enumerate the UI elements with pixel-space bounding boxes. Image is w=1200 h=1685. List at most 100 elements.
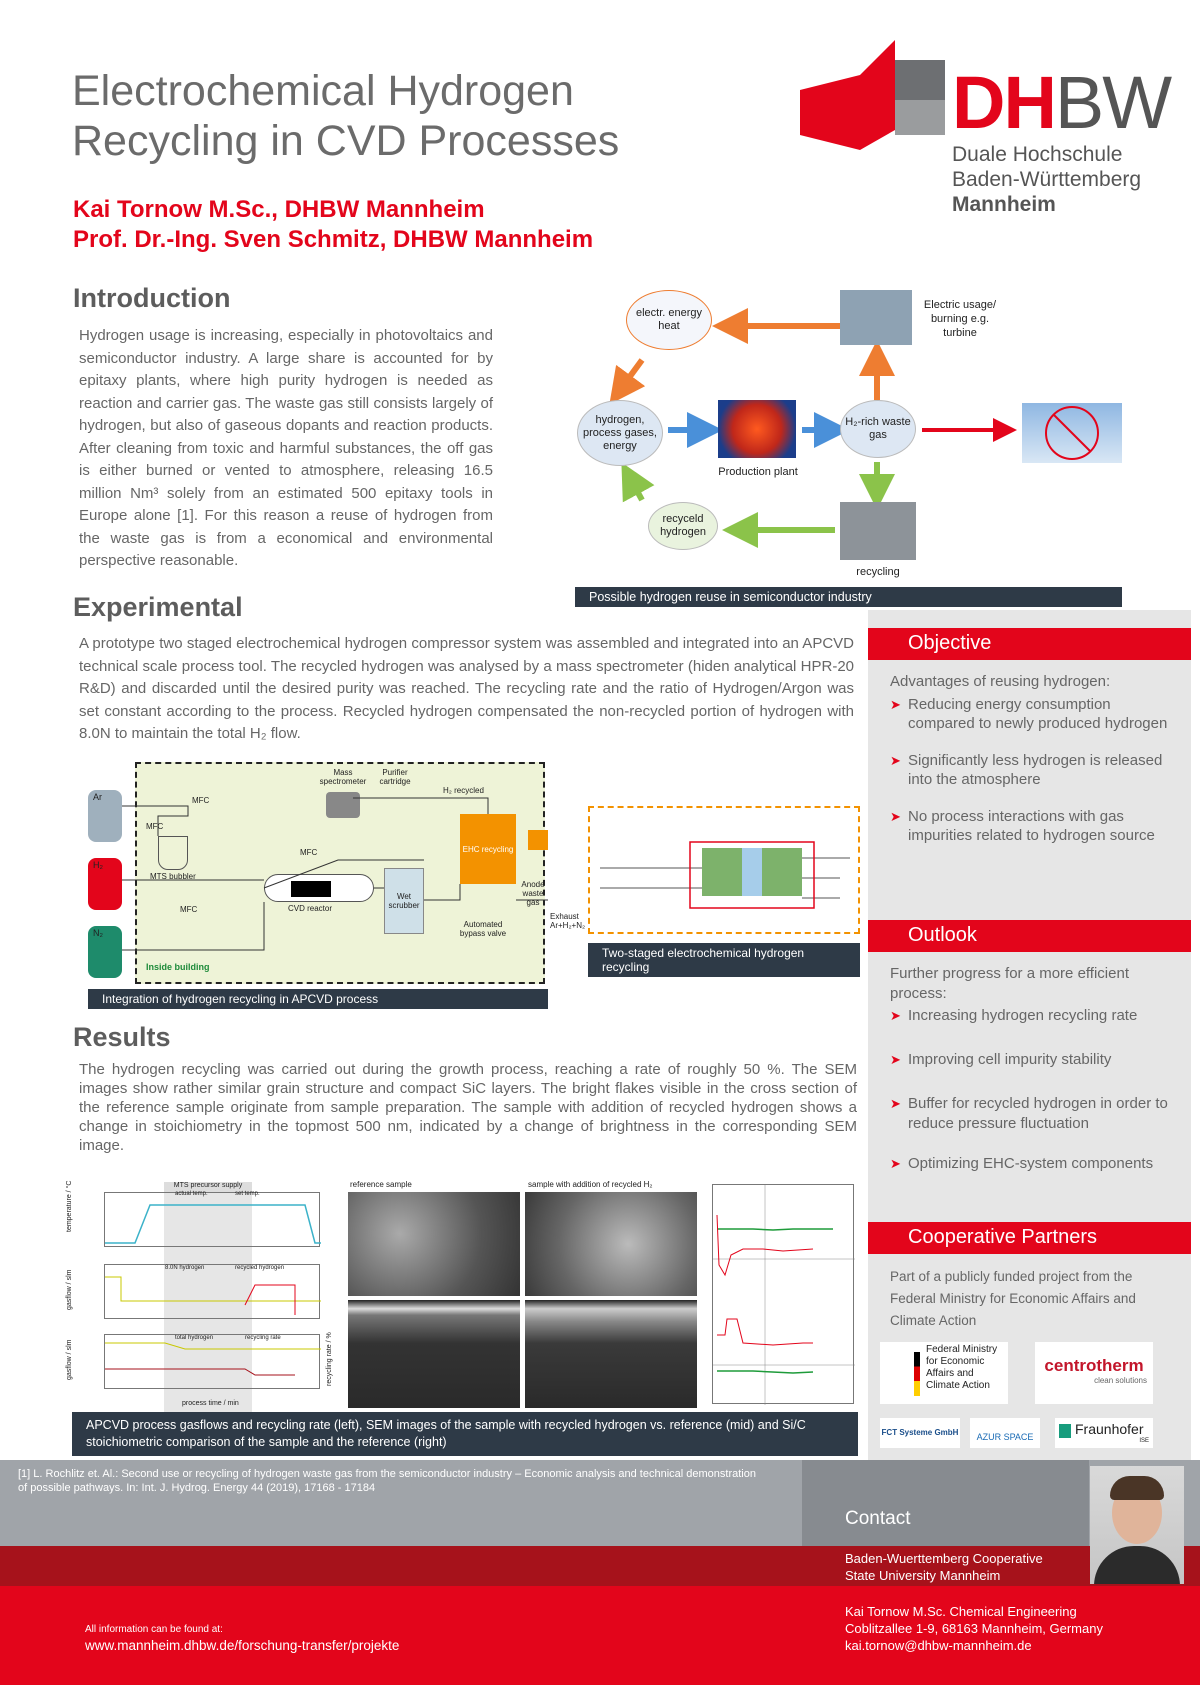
dhbw-logo: DHBW Duale Hochschule Baden-Württemberg …	[800, 40, 1172, 225]
cycle-caption: Possible hydrogen reuse in semiconductor…	[575, 587, 1122, 607]
apcvd-process-diagram: Ar H₂ N₂ MFC MFC MFC MFC MTS bubbler Mas…	[88, 760, 585, 986]
title-line-1: Electrochemical Hydrogen	[72, 67, 574, 115]
footer-dark-band	[0, 1546, 1200, 1586]
ylabel-gasflow-1: gasflow / slm	[66, 1269, 73, 1310]
results-text: The hydrogen recycling was carried out d…	[79, 1061, 857, 1154]
partners-text: Part of a publicly funded project from t…	[890, 1269, 1136, 1328]
experimental-text: A prototype two staged electrochemical h…	[79, 635, 854, 742]
mts-supply-band	[164, 1192, 252, 1412]
objective-heading: Objective	[868, 628, 1191, 660]
experimental-heading: Experimental	[73, 592, 243, 622]
gasflow-charts: MTS precursor supply actual temp. set te…	[66, 1181, 333, 1412]
results-heading: Results	[73, 1022, 171, 1052]
info-label: All information can be found at:	[85, 1624, 223, 1635]
ehc-caption: Two-staged electrochemical hydrogen recy…	[588, 943, 860, 977]
authors: Kai Tornow M.Sc., DHBW Mannheim Prof. Dr…	[73, 195, 593, 255]
sem-reference-label: reference sample	[350, 1180, 412, 1189]
fraunhofer-logo-sub: ISE	[1139, 1438, 1149, 1444]
nitrogen-label: N₂	[93, 928, 103, 938]
hydrogen-reuse-cycle-diagram: electr. energy heat Electric usage/ burn…	[570, 290, 1130, 590]
results-caption: APCVD process gasflows and recycling rat…	[72, 1412, 858, 1456]
bypass-valve-label: Automated bypass valve	[459, 920, 507, 938]
process-caption: Integration of hydrogen recycling in APC…	[88, 989, 548, 1009]
ylabel-recycling-rate: recycling rate / %	[326, 1332, 333, 1386]
ylabel-gasflow-2: gasflow / slm	[66, 1339, 73, 1380]
legend-recycled-hydrogen: recycled hydrogen	[235, 1265, 285, 1271]
objective-section: Objective Advantages of reusing hydrogen…	[868, 628, 1191, 863]
mfc-label-3: MFC	[180, 905, 198, 914]
atmosphere-image	[1022, 403, 1122, 463]
outlook-intro: Further progress for a more efficient pr…	[890, 965, 1129, 1002]
author-2: Prof. Dr.-Ing. Sven Schmitz, DHBW Mannhe…	[73, 226, 594, 253]
outlook-item: Improving cell impurity stability	[890, 1050, 1169, 1070]
recycling-label: recycling	[856, 566, 900, 578]
contact-details: Kai Tornow M.Sc. Chemical Engineering Co…	[845, 1603, 1103, 1654]
cycle-arrows	[609, 308, 1017, 548]
sem-recycled-cross-section-image	[525, 1300, 697, 1408]
sem-reference-cross-section-image	[348, 1300, 520, 1408]
nitrogen-cylinder-icon	[88, 926, 122, 978]
mts-bubbler-label: MTS bubbler	[150, 872, 196, 881]
bmwk-logo-text: Federal Ministry for Economic Affairs an…	[926, 1344, 998, 1391]
partners-section: Cooperative Partners Part of a publicly …	[868, 1222, 1191, 1350]
ylabel-temperature: temperature / °C	[66, 1180, 73, 1232]
introduction-heading: Introduction	[73, 283, 231, 313]
author-1: Kai Tornow M.Sc., DHBW Mannheim	[73, 196, 485, 223]
objective-item: Significantly less hydrogen is released …	[890, 751, 1169, 789]
cvd-reactor-icon	[264, 874, 374, 902]
mfc-label-4: MFC	[300, 848, 318, 857]
outlook-item: Optimizing EHC-system components	[890, 1154, 1169, 1174]
sem-reference-surface-image	[348, 1192, 520, 1296]
mass-spectrometer-icon	[326, 792, 360, 818]
dhbw-logo-mark-icon	[800, 40, 945, 150]
contact-address: Coblitzallee 1-9, 68163 Mannheim, German…	[845, 1621, 1103, 1636]
legend-total-hydrogen: total hydrogen	[175, 1335, 214, 1341]
outlook-item: Increasing hydrogen recycling rate	[890, 1006, 1169, 1026]
ehc-schematic	[600, 841, 850, 909]
stoichiometry-chart	[712, 1184, 855, 1405]
fraunhofer-logo: Fraunhofer ISE	[1055, 1418, 1153, 1448]
objective-item: No process interactions with gas impurit…	[890, 807, 1169, 845]
node-recycled-hydrogen: recyceld hydrogen	[648, 502, 718, 550]
ehc-recycling-box: EHC recycling	[460, 814, 516, 884]
logo-wordmark: DHBW	[952, 61, 1172, 144]
anode-waste-gas-label: Anode waste gas	[521, 880, 545, 907]
node-electric-energy-heat: electr. energy heat	[626, 290, 712, 350]
outlook-item: Buffer for recycled hydrogen in order to…	[890, 1094, 1169, 1134]
production-plant-image	[718, 400, 796, 458]
production-plant-label: Production plant	[718, 466, 798, 478]
h2-recycled-label: H₂ recycled	[443, 786, 484, 795]
legend-set-temp: set temp.	[235, 1191, 260, 1197]
process-lines	[122, 797, 548, 951]
objective-item: Reducing energy consumption compared to …	[890, 695, 1169, 733]
project-url-link[interactable]: www.mannheim.dhbw.de/forschung-transfer/…	[85, 1638, 400, 1653]
exhaust-label: Exhaust Ar+H₂+N₂	[550, 912, 586, 930]
prohibited-icon	[1045, 406, 1099, 460]
page-title: Electrochemical Hydrogen Recycling in CV…	[72, 66, 712, 166]
xlabel-process-time: process time / min	[182, 1400, 239, 1407]
turbine-image	[840, 290, 912, 345]
fct-logo: FCT Systeme GmbH	[880, 1418, 960, 1448]
ehc-diagram	[588, 806, 860, 934]
centrotherm-logo-text: centrotherm	[1044, 1356, 1144, 1375]
centrotherm-logo-sub: clean solutions	[1094, 1376, 1147, 1385]
legend-80n-hydrogen: 8.0N hydrogen	[165, 1265, 205, 1271]
author-photo	[1090, 1466, 1184, 1584]
bmwk-logo: Federal Ministry for Economic Affairs an…	[880, 1342, 1008, 1404]
gasflow-chart-2: total hydrogen recycling rate	[104, 1334, 321, 1389]
reference-text: [1] L. Rochlitz et. Al.: Second use or r…	[18, 1468, 756, 1494]
sem-recycled-label: sample with addition of recycled H₂	[528, 1180, 653, 1189]
recycling-unit-image	[840, 502, 916, 560]
university-name: Baden-Wuerttemberg Cooperative State Uni…	[845, 1551, 1043, 1583]
inside-building-label: Inside building	[146, 962, 210, 972]
objective-intro: Advantages of reusing hydrogen:	[890, 673, 1111, 690]
contact-email-link[interactable]: kai.tornow@dhbw-mannheim.de	[845, 1638, 1032, 1653]
node-hydrogen-process-gases: hydrogen, process gases, energy	[577, 400, 663, 466]
title-line-2: Recycling in CVD Processes	[72, 117, 620, 165]
centrotherm-logo: centrotherm clean solutions	[1035, 1342, 1153, 1404]
hydrogen-cylinder-icon	[88, 858, 122, 910]
legend-recycling-rate: recycling rate	[245, 1335, 281, 1341]
argon-cylinder-icon	[88, 790, 122, 842]
outlook-section: Outlook Further progress for a more effi…	[868, 920, 1191, 1192]
mts-supply-label: MTS precursor supply	[164, 1182, 252, 1192]
